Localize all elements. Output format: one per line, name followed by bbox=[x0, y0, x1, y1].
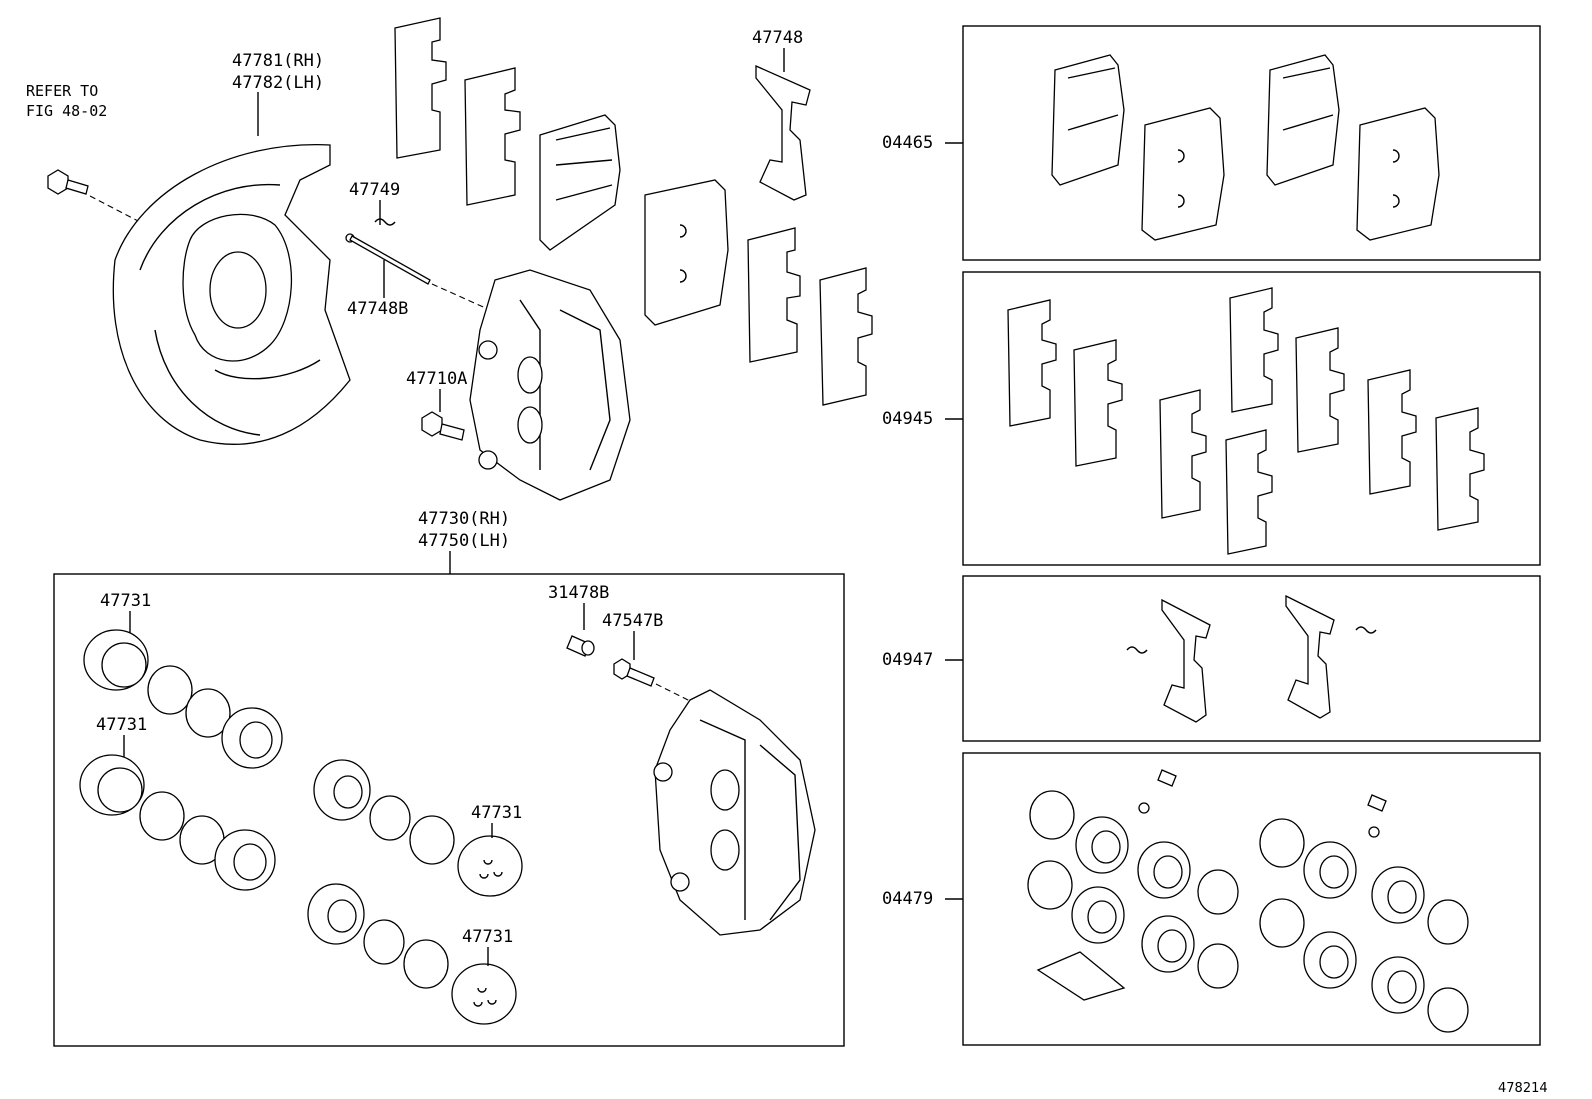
top-shims-and-pads bbox=[394, 17, 873, 406]
bleeder-label: 47547B bbox=[602, 611, 663, 631]
clip-label: 47749 bbox=[349, 180, 400, 200]
figure-number: 478214 bbox=[1498, 1081, 1548, 1096]
caliper-lh-label: 47750(LH) bbox=[418, 531, 510, 551]
bleeder-parts: 31478B 47547B bbox=[548, 583, 697, 705]
dust-cover: 47781(RH) 47782(LH) bbox=[112, 51, 351, 445]
pistons-left: 47731 47731 bbox=[79, 591, 283, 891]
kit-fitting-label: 04947 bbox=[882, 650, 933, 670]
caliper-assembly-box bbox=[53, 573, 845, 1047]
refer-label-line1: REFER TO bbox=[26, 82, 98, 100]
refer-note: REFER TO FIG 48-02 bbox=[26, 82, 107, 120]
bolt-label: 47710A bbox=[406, 369, 467, 389]
kit-fitting: 04947 bbox=[882, 575, 1541, 742]
kit-shims-label: 04945 bbox=[882, 409, 933, 429]
caliper-rh-label: 47730(RH) bbox=[418, 509, 510, 529]
caliper-bolt: 47710A bbox=[406, 369, 467, 441]
piston-label-b: 47731 bbox=[96, 715, 147, 735]
kit-cylinder-label: 04479 bbox=[882, 889, 933, 909]
clip-and-pin: 47749 47748B bbox=[345, 180, 491, 319]
pin-label: 47748B bbox=[347, 299, 408, 319]
spring-label: 47748 bbox=[752, 28, 803, 48]
kit-pads: 04465 bbox=[882, 25, 1541, 261]
anti-rattle-spring: 47748 bbox=[752, 28, 811, 201]
piston-label-a: 47731 bbox=[100, 591, 151, 611]
cap-label: 31478B bbox=[548, 583, 609, 603]
kit-shims: 04945 bbox=[882, 271, 1541, 566]
kit-cylinder: 04479 bbox=[882, 752, 1541, 1046]
piston-label-c: 47731 bbox=[471, 803, 522, 823]
refer-label-line2: FIG 48-02 bbox=[26, 102, 107, 120]
caliper-lower bbox=[653, 689, 816, 936]
dust-cover-rh-label: 47781(RH) bbox=[232, 51, 324, 71]
mounting-bolt bbox=[47, 169, 141, 223]
dust-cover-lh-label: 47782(LH) bbox=[232, 73, 324, 93]
piston-label-d: 47731 bbox=[462, 927, 513, 947]
caliper-upper bbox=[469, 269, 631, 501]
kit-pads-label: 04465 bbox=[882, 133, 933, 153]
pistons-center: 47731 47731 bbox=[307, 759, 523, 1025]
